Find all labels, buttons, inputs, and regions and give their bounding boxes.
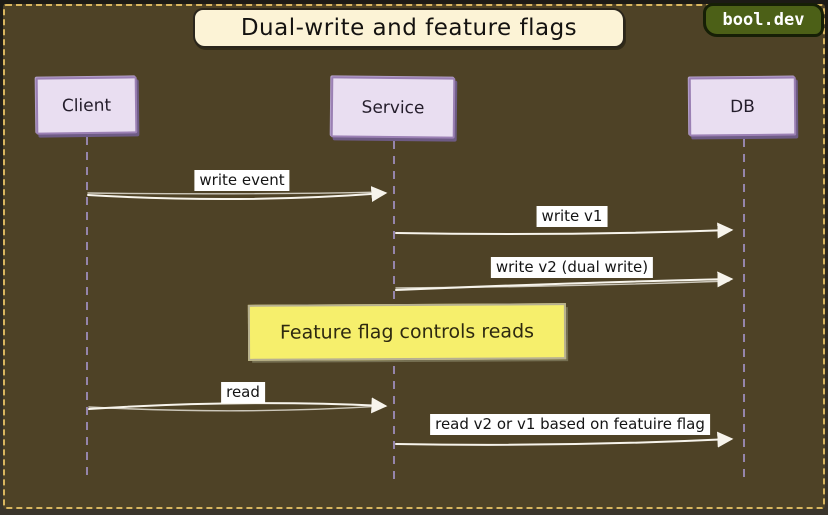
arrow-write-v2 xyxy=(395,271,734,291)
arrow-write-event-sketch xyxy=(87,191,384,195)
message-label-write-event: write event xyxy=(194,170,290,191)
arrow-write-v1 xyxy=(395,222,734,239)
actor-label-client: Client xyxy=(61,95,112,116)
actor-box-service: Service xyxy=(330,76,456,139)
message-label-write-v2: write v2 (dual write) xyxy=(490,257,654,278)
arrow-write-v2-sketch xyxy=(395,280,730,289)
actor-label-service: Service xyxy=(361,97,425,118)
arrow-read-sketch xyxy=(88,405,384,412)
note-text: Feature flag controls reads xyxy=(279,320,535,344)
diagram-title: Dual-write and feature flags xyxy=(193,8,625,48)
watermark-badge[interactable]: bool.dev xyxy=(703,3,824,37)
message-label-read: read xyxy=(221,382,265,403)
actor-box-db: DB xyxy=(688,76,797,137)
message-label-write-v1: write v1 xyxy=(536,206,608,227)
actor-box-client: Client xyxy=(35,76,138,135)
note-box: Feature flag controls reads xyxy=(247,303,567,361)
arrow-read-result xyxy=(395,431,734,448)
arrow-read xyxy=(88,397,388,414)
arrow-write-event xyxy=(87,186,388,203)
actor-label-db: DB xyxy=(730,96,755,117)
message-label-read-result: read v2 or v1 based on featuire flag xyxy=(430,414,710,435)
